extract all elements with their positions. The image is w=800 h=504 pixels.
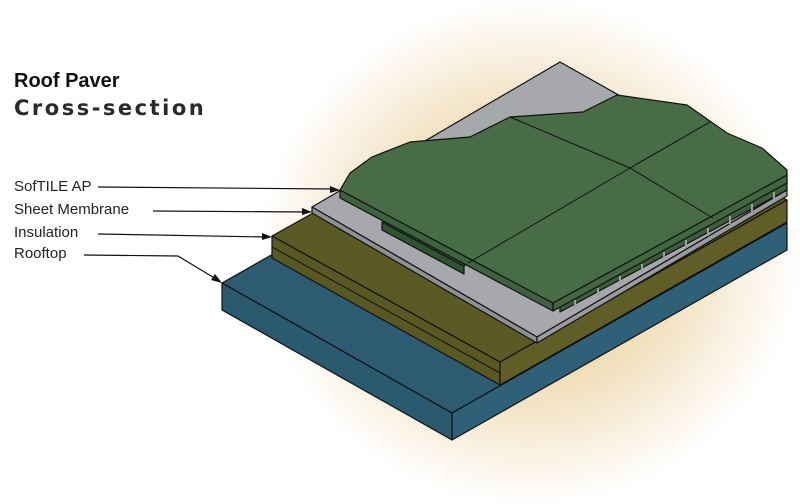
label-softile-ap: SofTILE AP xyxy=(14,178,92,195)
membrane-leader xyxy=(152,210,307,213)
softile-leader xyxy=(97,186,335,190)
arrowheads xyxy=(211,186,340,283)
insulation-leader xyxy=(97,233,267,238)
arrow-icon xyxy=(262,233,272,240)
arrow-icon xyxy=(330,186,340,193)
label-sheet-membrane: Sheet Membrane xyxy=(14,201,130,218)
paver-gaps xyxy=(574,192,775,308)
diagram-title: Roof Paver xyxy=(14,70,120,92)
rooftop-leader xyxy=(83,254,217,280)
label-insulation: Insulation xyxy=(14,224,79,241)
arrow-icon xyxy=(211,274,222,283)
leader-lines xyxy=(83,186,335,280)
label-rooftop: Rooftop xyxy=(14,245,67,262)
arrow-icon xyxy=(302,208,312,215)
diagram-subtitle: Cross-section xyxy=(14,96,207,120)
softile-paver-layer xyxy=(339,94,788,312)
